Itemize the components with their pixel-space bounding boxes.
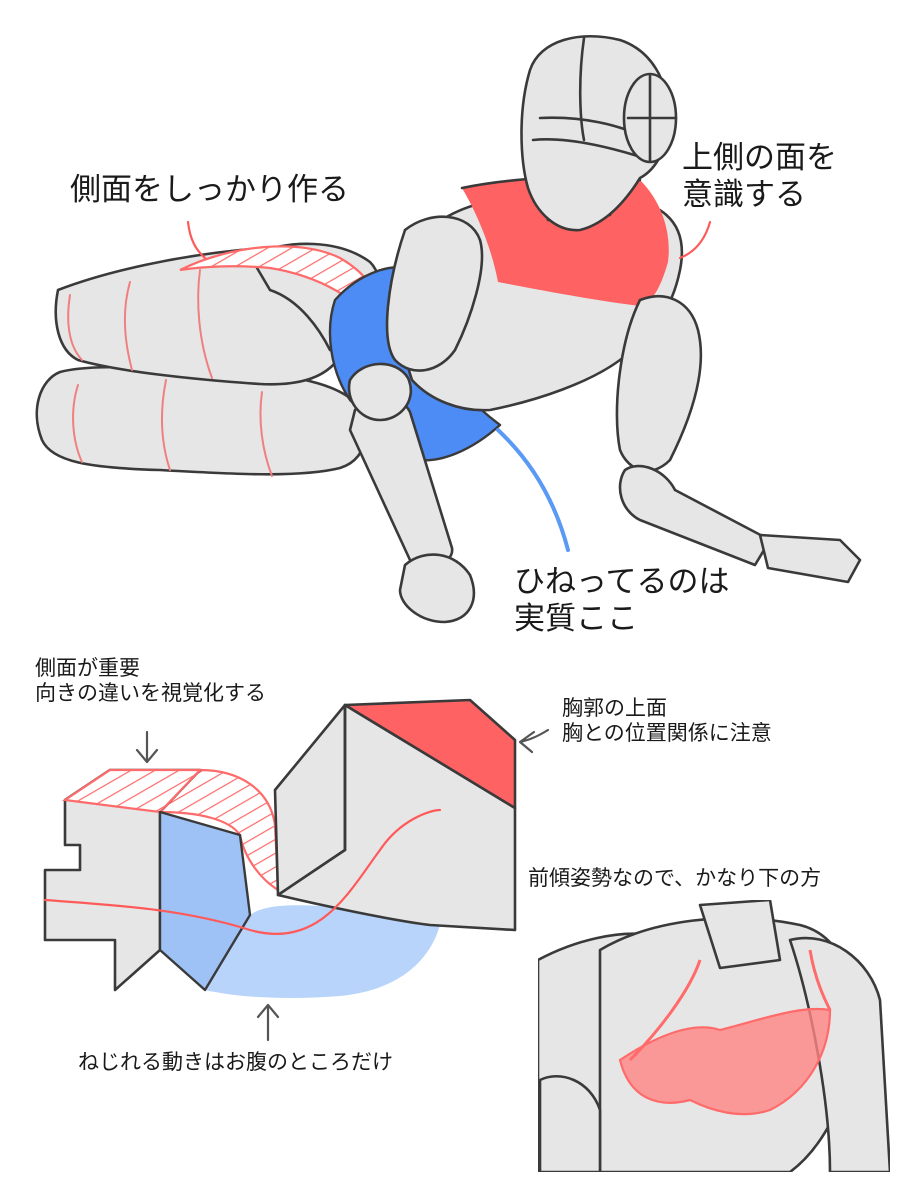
twist-motion-label: ねじれる動きはお腹のところだけ <box>78 1050 393 1074</box>
side-important-line2: 向きの違いを視覚化する <box>35 681 266 706</box>
forearm-right <box>618 464 772 567</box>
twist-surface-blue <box>205 905 440 998</box>
top-surface-label: 上側の面を 意識する <box>682 140 837 214</box>
twist-pointer-line <box>496 428 570 552</box>
side-pointer-line <box>186 220 207 260</box>
side-important-line1: 側面が重要 <box>35 656 140 680</box>
upper-box-front <box>276 703 517 932</box>
head-shape <box>520 34 670 232</box>
ribcage-line1: 胸郭の上面 <box>562 696 667 720</box>
twist-label-line1: ひねってるのは <box>514 564 730 600</box>
arrow-down-icon <box>135 730 159 764</box>
twist-label-line2: 実質ここ <box>514 601 638 638</box>
hand-right <box>758 533 862 584</box>
upper-arm-left <box>385 215 484 372</box>
reclining-mannequin-figure <box>35 34 862 624</box>
ribcage-label: 胸郭の上面 胸との位置関係に注意 <box>562 696 772 746</box>
cross-top-hatch <box>61 768 203 814</box>
arrow-left-icon <box>518 728 550 754</box>
chest-inset <box>538 900 890 1172</box>
side-important-label: 側面が重要 向きの違いを視覚化する <box>35 656 266 706</box>
upper-arm-right <box>615 295 703 473</box>
cross-front-blue <box>158 810 252 992</box>
block-diagram <box>43 698 517 998</box>
ribcage-line2: 胸との位置関係に注意 <box>562 721 772 746</box>
top-surface-label-line1: 上側の面を <box>682 140 837 176</box>
top-pointer-line <box>678 220 712 260</box>
side-surface-label: 側面をしっかり作る <box>70 172 349 208</box>
twist-side-hatch <box>157 768 280 893</box>
elbow-left <box>347 362 413 422</box>
arrow-up-icon <box>256 1003 280 1042</box>
top-surface-label-line2: 意識する <box>682 177 806 214</box>
hand-left <box>398 553 476 624</box>
twist-center-line <box>43 808 442 936</box>
twist-label: ひねってるのは 実質ここ <box>514 564 729 638</box>
lower-leg-shape <box>35 365 367 476</box>
forward-lean-label: 前傾姿勢なので、かなり下の方 <box>528 866 822 890</box>
